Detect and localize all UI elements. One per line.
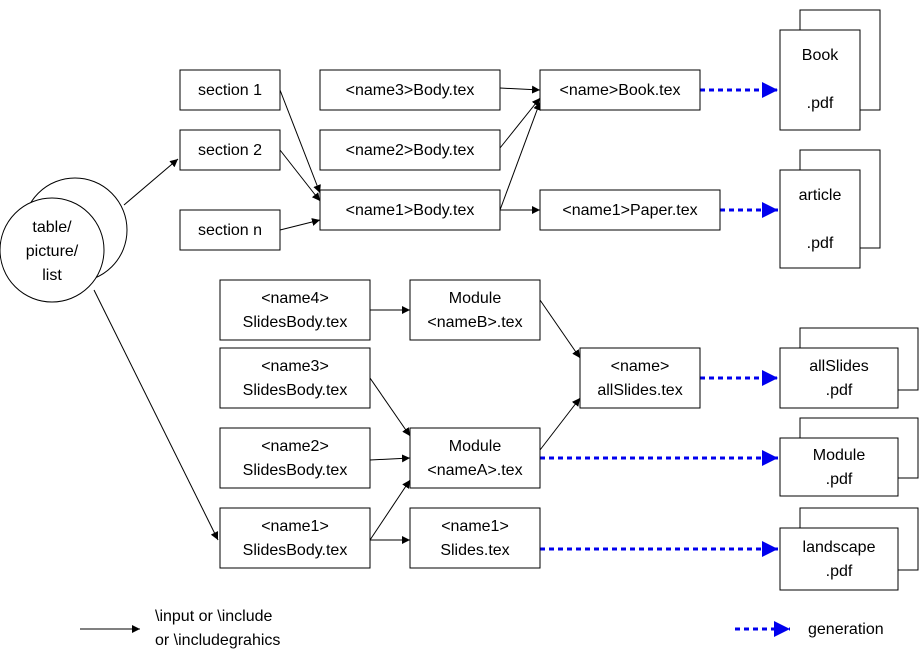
node-line: .pdf: [826, 563, 853, 580]
name2-body-box: <name2>Body.tex: [319, 129, 501, 171]
node-line: picture/: [26, 243, 79, 260]
edge-name1slides-moduleA: [369, 479, 411, 541]
node-label: section 1: [198, 82, 262, 99]
edge-name2body-book: [499, 97, 541, 149]
edge-name2slides-moduleA: [369, 454, 411, 463]
book-tex-box: <name>Book.tex: [539, 69, 701, 111]
node-label: <name2>Body.tex: [346, 142, 475, 159]
allslides-pdf-doc: allSlides .pdf: [779, 327, 919, 409]
legend-input-line2: or \includegrahics: [155, 632, 280, 649]
landscape-pdf-doc: landscape .pdf: [779, 507, 919, 591]
node-line: article: [799, 187, 842, 204]
node-line: Module: [449, 290, 502, 307]
node-line: table/: [32, 219, 72, 236]
edge-moduleB-allslides: [539, 299, 581, 359]
edge-table-name1slides: [93, 289, 219, 541]
edge-sectionn-name1body: [279, 218, 321, 231]
edge-section2-name1body: [279, 149, 321, 202]
node-line: <name1>: [441, 518, 509, 535]
generation-edges: [540, 82, 778, 557]
node-line: SlidesBody.tex: [243, 314, 348, 331]
paper-tex-box: <name1>Paper.tex: [539, 189, 721, 231]
node-line: allSlides: [809, 358, 869, 375]
edge-moduleA-allslides: [539, 397, 581, 451]
article-pdf-doc: article .pdf: [779, 149, 881, 269]
node-label: <name1>Paper.tex: [562, 202, 697, 219]
section-2-box: section 2: [179, 129, 281, 171]
module-a-box: Module <nameA>.tex: [409, 427, 541, 489]
edge-name3slides-moduleA: [369, 377, 411, 437]
node-line: <name4>: [261, 290, 329, 307]
node-line: Book: [802, 47, 839, 64]
node-line: Slides.tex: [440, 542, 509, 559]
node-line: <nameA>.tex: [427, 462, 522, 479]
input-edges: [93, 85, 581, 544]
node-line: Module: [449, 438, 502, 455]
node-line: .pdf: [826, 471, 853, 488]
legend-generation-label: generation: [808, 621, 884, 638]
name1-body-box: <name1>Body.tex: [319, 189, 501, 231]
edge-name3body-book: [499, 85, 541, 94]
allslides-tex-box: <name> allSlides.tex: [579, 347, 701, 409]
slides-tex-box: <name1> Slides.tex: [409, 507, 541, 569]
table-picture-list-node: table/ picture/ list: [0, 177, 128, 303]
book-pdf-doc: Book .pdf: [779, 9, 881, 131]
node-line: <name1>: [261, 518, 329, 535]
edge-table-section2: [123, 158, 179, 206]
node-label: section n: [198, 222, 262, 239]
name3-body-box: <name3>Body.tex: [319, 69, 501, 111]
node-label: <name3>Body.tex: [346, 82, 475, 99]
legend: \input or \include or \includegrahics ge…: [80, 608, 884, 649]
node-label: <name1>Body.tex: [346, 202, 475, 219]
name3-slidesbody-box: <name3> SlidesBody.tex: [219, 347, 371, 409]
node-line: .pdf: [807, 95, 834, 112]
edge-name1body-book: [499, 101, 541, 211]
module-pdf-doc: Module .pdf: [779, 417, 919, 497]
node-line: .pdf: [826, 382, 853, 399]
node-line: SlidesBody.tex: [243, 382, 348, 399]
node-line: SlidesBody.tex: [243, 542, 348, 559]
node-label: <name>Book.tex: [560, 82, 681, 99]
node-line: <name3>: [261, 358, 329, 375]
node-line: <name>: [611, 358, 670, 375]
name4-slidesbody-box: <name4> SlidesBody.tex: [219, 279, 371, 341]
section-1-box: section 1: [179, 69, 281, 111]
node-line: Module: [813, 447, 866, 464]
node-label: section 2: [198, 142, 262, 159]
legend-input-line1: \input or \include: [155, 608, 273, 625]
node-line: landscape: [803, 539, 876, 556]
node-line: <nameB>.tex: [427, 314, 522, 331]
node-line: SlidesBody.tex: [243, 462, 348, 479]
edge-section1-name1body: [279, 89, 321, 194]
name1-slidesbody-box: <name1> SlidesBody.tex: [219, 507, 371, 569]
node-line: list: [42, 267, 62, 284]
node-line: .pdf: [807, 235, 834, 252]
node-line: <name2>: [261, 438, 329, 455]
section-n-box: section n: [179, 209, 281, 251]
module-b-box: Module <nameB>.tex: [409, 279, 541, 341]
name2-slidesbody-box: <name2> SlidesBody.tex: [219, 427, 371, 489]
node-line: allSlides.tex: [597, 382, 682, 399]
